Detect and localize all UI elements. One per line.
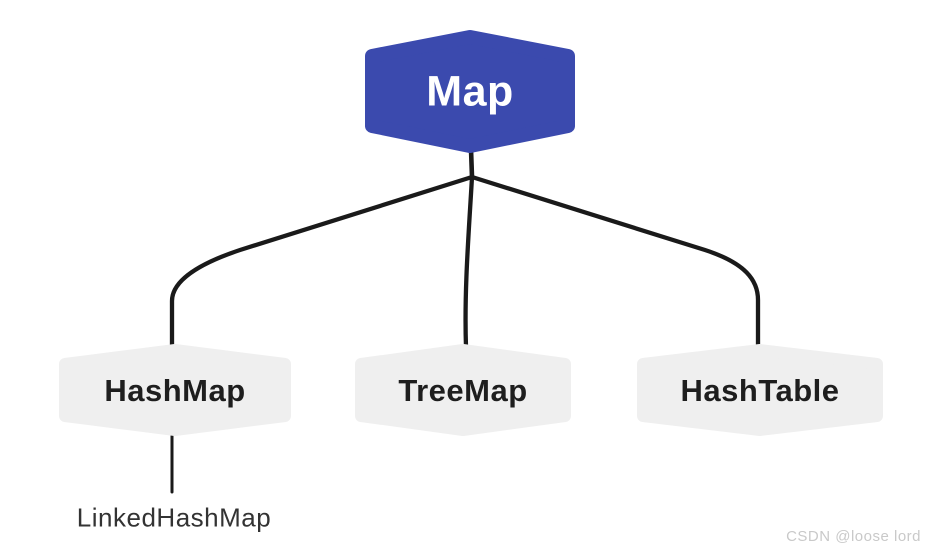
- node-hashtable-label: HashTable: [680, 373, 840, 408]
- edge-map-hashtable: [469, 174, 761, 350]
- edge-map-stem: [468, 146, 475, 180]
- node-hashtable-shape: [637, 344, 883, 436]
- node-treemap-shape: [355, 344, 571, 436]
- node-map-label: Map: [426, 67, 514, 116]
- node-map-shape: [365, 30, 575, 153]
- edge-map-hashmap: [169, 174, 475, 350]
- node-hashmap-shape: [59, 344, 291, 436]
- csdn-watermark: CSDN @loose lord: [786, 528, 921, 545]
- node-linkedhashmap-label: LinkedHashMap: [76, 502, 272, 533]
- node-treemap-label: TreeMap: [398, 373, 528, 408]
- edge-map-treemap: [463, 174, 475, 350]
- node-hashmap-label: HashMap: [104, 373, 246, 408]
